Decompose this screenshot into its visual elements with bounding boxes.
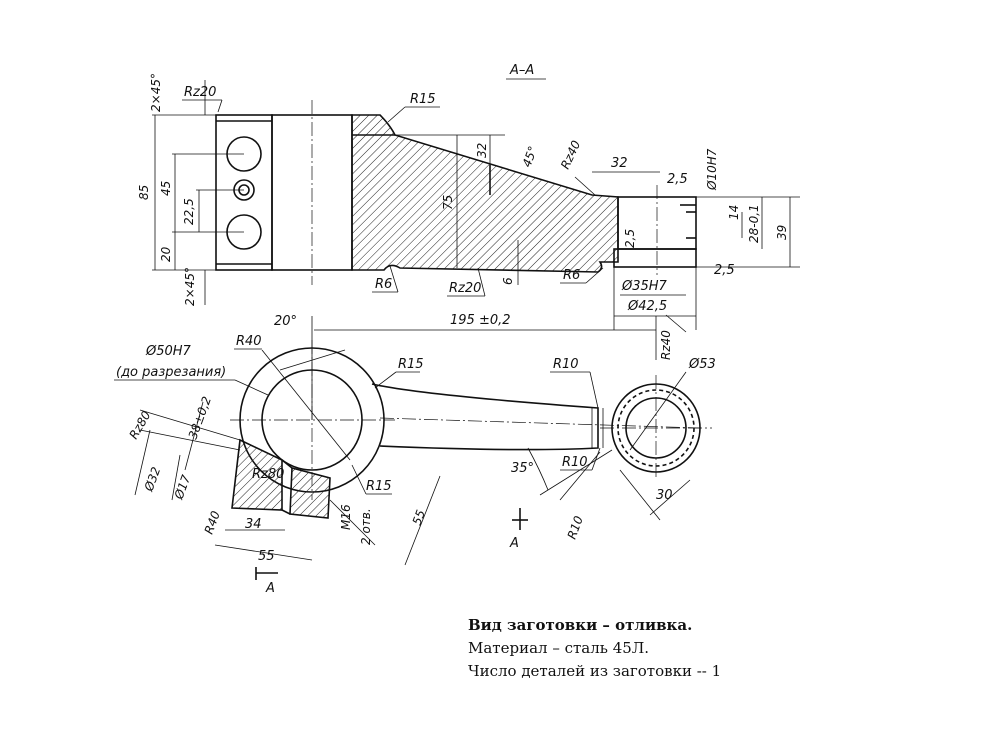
plan-view: 195 ±0,2 20° R40 Ø50H7 (до разрезания) R: [114, 313, 716, 596]
r10-top: R10: [553, 357, 579, 372]
dim-32-top: 32: [475, 143, 489, 158]
dim-22-5: 22,5: [182, 198, 196, 225]
dim-28: 28-0,1: [747, 204, 761, 243]
chamfer-bottom: 2×45°: [183, 267, 197, 306]
angle-20: 20°: [274, 314, 297, 329]
r40-left: R40: [202, 509, 223, 536]
dim-38: 38±0,2: [186, 394, 214, 441]
dim-d50h7: Ø50H7: [145, 344, 192, 359]
arm-hatched-section: [351, 114, 619, 273]
drawing-notes: Вид заготовки – отливка. Материал – стал…: [468, 614, 721, 683]
r10-low: R10: [565, 514, 586, 541]
section-mark-a-right: А: [509, 536, 519, 551]
section-title: А–А: [509, 63, 534, 78]
dim-2-5-c: 2,5: [714, 263, 735, 278]
dim-d53: Ø53: [688, 357, 716, 372]
dim-6: 6: [501, 277, 515, 285]
dim-2-5-b: 2,5: [623, 229, 637, 248]
before-cut-note: (до разрезания): [116, 365, 226, 380]
dim-14: 14: [727, 205, 741, 220]
section-view-a-a: А–А 85: [137, 63, 800, 330]
r15-low: R15: [366, 479, 392, 494]
holes-count: 2 отв.: [359, 508, 373, 545]
r6-right: R6: [563, 268, 580, 283]
angle-35: 35°: [511, 461, 534, 476]
dim-20: 20: [159, 246, 173, 262]
right-boss-flange: [613, 248, 697, 268]
dim-55-right: 55: [410, 508, 428, 527]
rz80-inner: Rz80: [252, 467, 284, 482]
dim-75: 75: [441, 195, 455, 210]
dim-32-right: 32: [611, 156, 628, 171]
rz40-top: Rz40: [558, 138, 583, 171]
note-blank-type: Вид заготовки – отливка.: [468, 616, 693, 634]
dim-d32-left: Ø32: [141, 465, 163, 494]
r10-mid: R10: [562, 455, 588, 470]
dim-d10h7: Ø10H7: [705, 148, 719, 191]
dim-45: 45: [159, 181, 173, 196]
rz20-bottom: Rz20: [449, 281, 481, 296]
section-mark-a-bottom: А: [265, 581, 275, 596]
dim-30: 30: [656, 488, 673, 503]
rz20-top: Rz20: [184, 85, 216, 100]
rz40-right: Rz40: [659, 330, 673, 360]
angle-45: 45°: [520, 144, 540, 169]
r40-top: R40: [236, 334, 262, 349]
left-boss-block: [215, 114, 273, 271]
dim-55-bottom: 55: [258, 549, 275, 564]
m16-label: M16: [339, 504, 353, 530]
r6-left: R6: [375, 277, 392, 292]
dim-2-5-a: 2,5: [667, 172, 688, 187]
r15-top: R15: [410, 92, 436, 107]
dim-d42-5: Ø42,5: [627, 299, 667, 314]
dim-34: 34: [245, 517, 262, 532]
dim-85: 85: [137, 185, 151, 200]
rod-arm: [371, 383, 599, 451]
chamfer-top: 2×45°: [149, 73, 163, 112]
dim-d35h7: Ø35H7: [621, 279, 668, 294]
dim-195: 195 ±0,2: [450, 313, 511, 328]
note-material: Материал – сталь 45Л.: [468, 639, 650, 657]
dim-39: 39: [775, 225, 789, 240]
r15-mid: R15: [398, 357, 424, 372]
note-parts-count: Число деталей из заготовки -- 1: [468, 662, 722, 680]
